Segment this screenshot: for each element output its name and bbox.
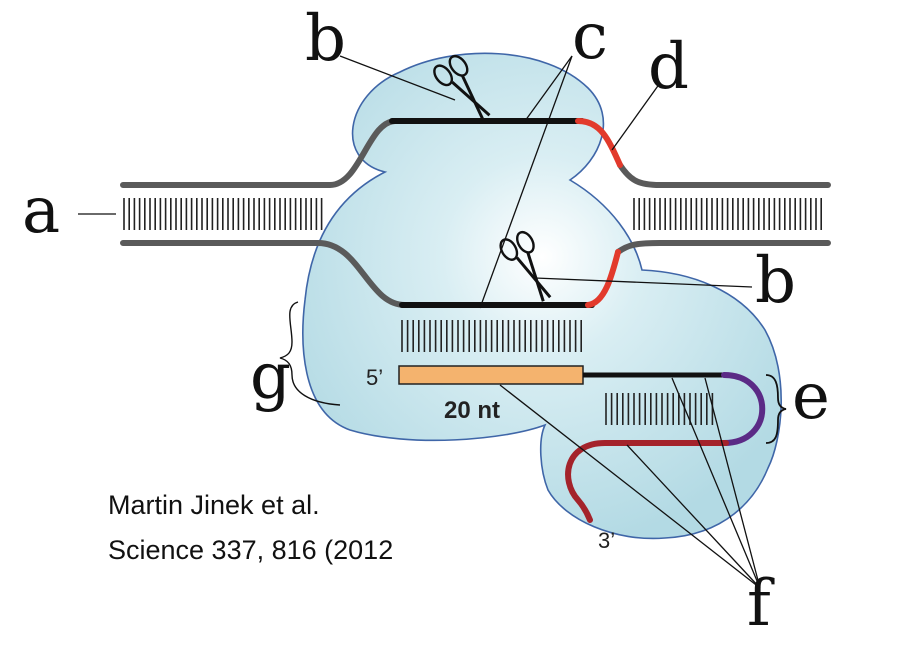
dna-upper-strand-right <box>617 162 831 188</box>
label-g: g <box>250 340 291 414</box>
tracr-tail <box>565 440 729 523</box>
label-a: a <box>22 174 60 248</box>
three-prime-label: 3’ <box>598 528 615 553</box>
label-d: d <box>648 30 689 104</box>
citation-line-1: Martin Jinek et al. <box>108 490 320 520</box>
label-b-bottom: b <box>755 244 796 318</box>
dna-lower-strand-right <box>615 240 831 255</box>
label-e: e <box>792 360 830 434</box>
guide-base-pairs <box>401 320 583 352</box>
dna-base-pairs-right <box>633 198 823 230</box>
scissors-icon <box>433 54 491 121</box>
tracr-loop <box>721 372 766 446</box>
tracr-base-pairs <box>605 393 714 425</box>
dna-upper-strand-left <box>120 118 398 188</box>
pam-bottom <box>585 249 621 308</box>
five-prime-label: 5’ <box>366 365 383 390</box>
label-b-top: b <box>305 2 346 76</box>
label-f: f <box>747 567 775 641</box>
dna-base-pairs-left <box>123 198 323 230</box>
brace-e <box>765 374 787 444</box>
guide-length-label: 20 nt <box>444 397 500 424</box>
citation-line-2: Science 337, 816 (2012 <box>108 535 394 565</box>
pointer-lines <box>78 55 761 589</box>
scissors-icon <box>499 230 552 302</box>
guide-20nt-segment <box>398 365 584 385</box>
pam-top <box>575 118 623 168</box>
brace-g <box>279 301 341 406</box>
label-c: c <box>572 0 608 74</box>
dna-lower-strand-left <box>120 240 408 308</box>
